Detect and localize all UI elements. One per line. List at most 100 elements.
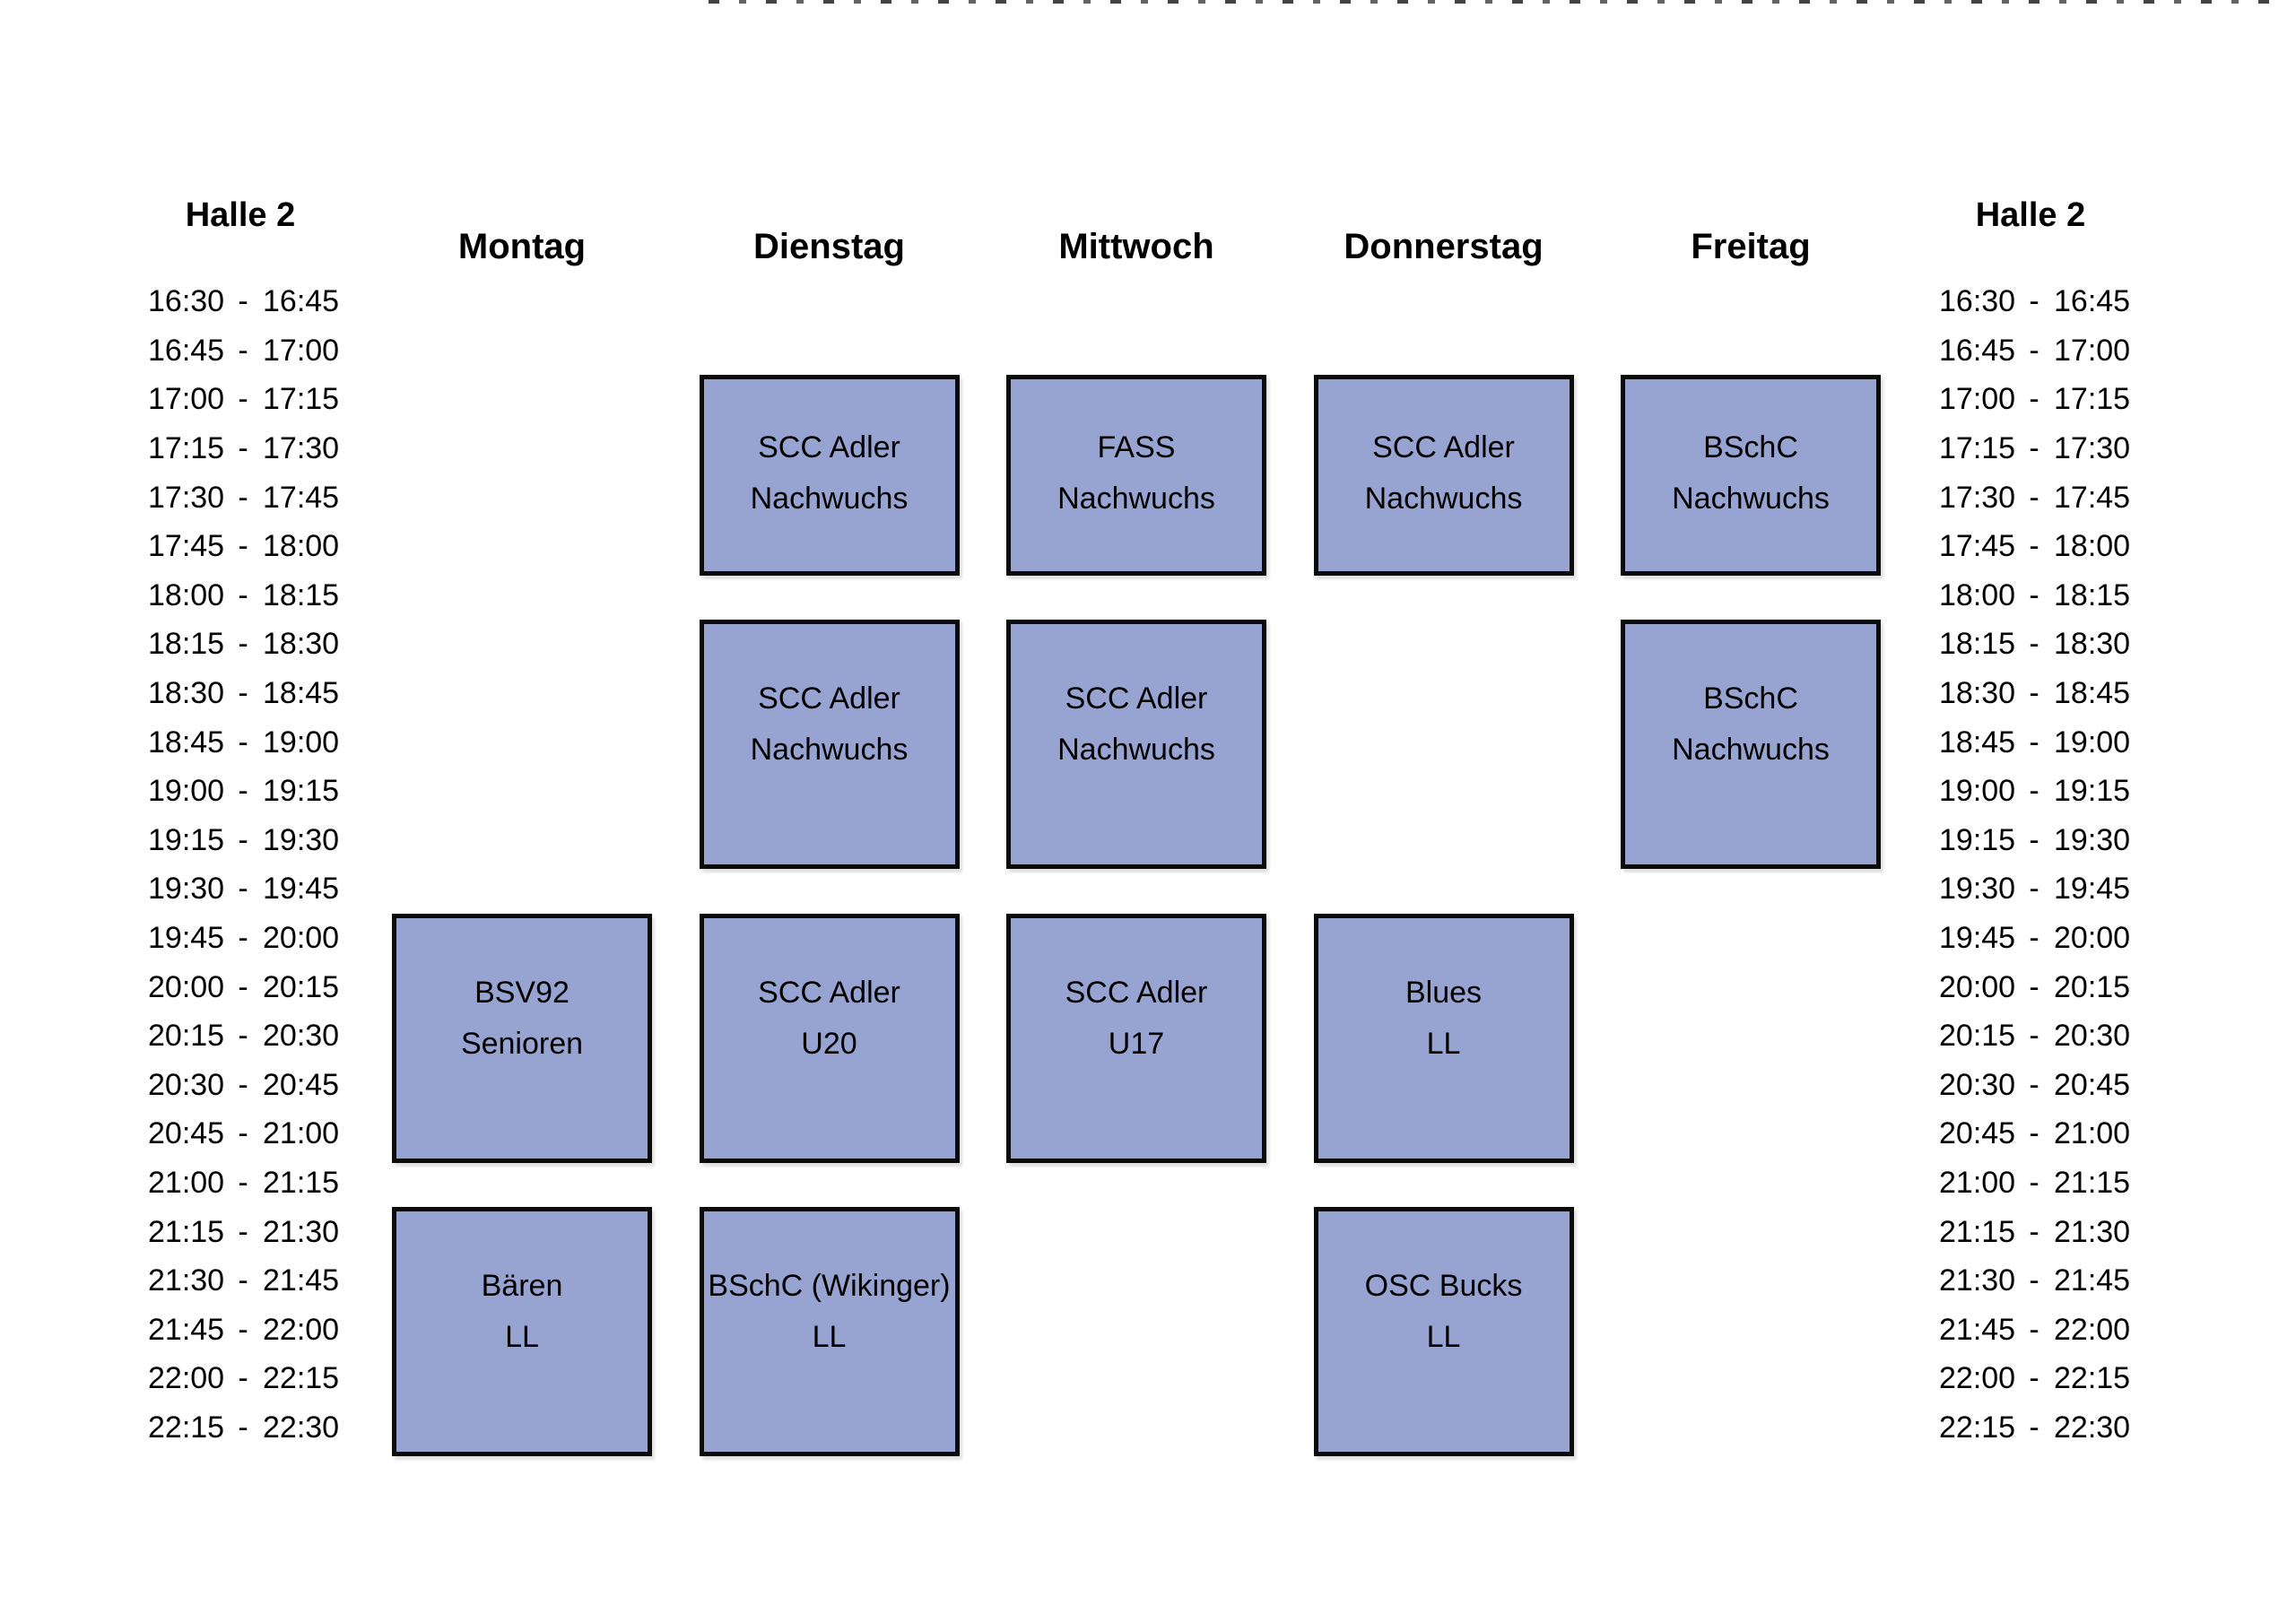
booking-group: Nachwuchs [1057, 481, 1215, 516]
time-slot-separator: - [238, 333, 248, 368]
time-slot-separator: - [2029, 577, 2039, 612]
booking-group: LL [1426, 1026, 1461, 1061]
booking-group: Nachwuchs [1672, 733, 1830, 768]
time-slot-start: 22:00 [1939, 1361, 2016, 1396]
booking-team: Blues [1405, 975, 1483, 1010]
time-slot-separator: - [2029, 822, 2039, 857]
time-slot-separator: - [2029, 333, 2039, 368]
booking-group: Nachwuchs [750, 481, 909, 516]
booking-team: BSchC [1703, 681, 1798, 716]
time-slot-separator: - [2029, 774, 2039, 809]
booking-label: SCC Adler U20 [758, 968, 900, 1070]
time-row: 19:00 - 19:15 [148, 767, 340, 816]
time-slot-separator: - [238, 627, 248, 662]
time-slot-end: 16:45 [2054, 284, 2131, 319]
time-row: 19:45 - 20:00 [148, 914, 339, 963]
time-row: 20:45 - 21:00 [1939, 1109, 2130, 1159]
time-slot-end: 22:00 [2054, 1312, 2131, 1347]
booking-label: SCC Adler Nachwuchs [751, 673, 909, 776]
time-slot-end: 21:30 [2054, 1214, 2131, 1249]
booking-box: BSV92 Senioren [392, 913, 652, 1163]
booking-team: SCC Adler [1065, 975, 1208, 1010]
booking-group: Senioren [460, 1026, 584, 1061]
time-slot-end: 20:15 [263, 969, 340, 1004]
time-row: 20:15 - 20:30 [1939, 1011, 2130, 1061]
time-slot-end: 18:15 [263, 577, 340, 612]
time-slot-separator: - [238, 382, 248, 417]
time-slot-end: 18:00 [263, 529, 340, 564]
booking-team: SCC Adler [1065, 681, 1208, 716]
time-slot-separator: - [2029, 1165, 2039, 1200]
time-slot-separator: - [2029, 1410, 2039, 1445]
time-slot-end: 19:45 [2054, 872, 2131, 907]
booking-group: LL [505, 1320, 539, 1355]
time-slot-start: 18:45 [148, 725, 225, 759]
time-row: 19:30 - 19:45 [1939, 864, 2131, 914]
time-slot-end: 22:15 [2054, 1361, 2131, 1396]
time-row: 18:30 - 18:45 [148, 669, 340, 718]
booking-label: Bären LL [482, 1261, 563, 1363]
booking-box: FASS Nachwuchs [1006, 375, 1266, 576]
time-row: 17:00 - 17:15 [148, 375, 339, 424]
time-row: 18:15 - 18:30 [1939, 620, 2131, 669]
time-slot-separator: - [238, 431, 248, 466]
booking-box: SCC Adler Nachwuchs [1313, 375, 1574, 576]
time-column-right: 16:30 - 16:45 16:45 - 17:00 17:00 - 17:1… [1939, 277, 2131, 1453]
time-slot-end: 22:00 [263, 1312, 340, 1347]
booking-team: SCC Adler [1372, 430, 1515, 464]
time-slot-end: 21:45 [263, 1263, 340, 1298]
time-slot-start: 17:00 [148, 382, 225, 417]
day-header: Montag [457, 227, 587, 266]
time-row: 21:15 - 21:30 [1939, 1207, 2131, 1256]
time-slot-start: 19:00 [148, 774, 225, 809]
time-slot-start: 17:45 [148, 529, 225, 564]
time-row: 17:00 - 17:15 [1939, 375, 2130, 424]
time-slot-start: 18:30 [1939, 676, 2016, 711]
booking-label: SCC Adler U17 [1065, 968, 1208, 1070]
time-row: 18:00 - 18:15 [1939, 571, 2131, 621]
time-slot-start: 17:15 [1939, 431, 2016, 466]
time-slot-end: 21:00 [263, 1116, 340, 1151]
time-slot-end: 20:45 [2054, 1067, 2131, 1102]
time-slot-end: 19:30 [2054, 822, 2131, 857]
time-slot-end: 18:30 [2054, 627, 2131, 662]
time-slot-start: 19:45 [1939, 921, 2016, 956]
time-slot-separator: - [2029, 872, 2039, 907]
time-row: 19:00 - 19:15 [1939, 767, 2130, 816]
time-slot-end: 16:45 [263, 284, 340, 319]
time-row: 20:15 - 20:30 [148, 1011, 339, 1061]
time-row: 22:15 - 22:30 [1939, 1403, 2130, 1453]
booking-group: Nachwuchs [1057, 733, 1215, 768]
booking-team: Bären [481, 1269, 563, 1304]
time-row: 16:45 - 17:00 [148, 326, 339, 376]
time-row: 22:00 - 22:15 [1939, 1354, 2131, 1403]
time-slot-start: 22:00 [148, 1361, 225, 1396]
time-slot-start: 18:00 [1939, 577, 2016, 612]
time-slot-end: 18:45 [263, 676, 340, 711]
clipped-text-artifact [709, 0, 2278, 4]
time-row: 17:30 - 17:45 [1939, 473, 2130, 522]
time-slot-separator: - [238, 676, 248, 711]
time-row: 21:45 - 22:00 [1939, 1305, 2131, 1354]
time-slot-start: 20:30 [148, 1067, 225, 1102]
time-row: 20:30 - 20:45 [148, 1061, 339, 1110]
time-slot-end: 19:15 [263, 774, 340, 809]
booking-label: SCC Adler Nachwuchs [1365, 422, 1523, 525]
booking-label: BSchC Nachwuchs [1672, 422, 1830, 525]
booking-box: SCC Adler Nachwuchs [699, 620, 960, 870]
time-slot-start: 21:45 [1939, 1312, 2016, 1347]
time-slot-separator: - [2029, 480, 2039, 515]
time-slot-separator: - [2029, 969, 2039, 1004]
time-slot-start: 20:15 [1939, 1019, 2016, 1054]
time-row: 16:30 - 16:45 [1939, 277, 2131, 326]
time-row: 18:00 - 18:15 [148, 571, 340, 621]
time-slot-start: 17:30 [1939, 480, 2016, 515]
time-slot-start: 19:45 [148, 921, 225, 956]
time-slot-end: 17:30 [2054, 431, 2131, 466]
time-slot-separator: - [238, 1067, 248, 1102]
time-slot-start: 20:30 [1939, 1067, 2016, 1102]
time-slot-end: 18:30 [263, 627, 340, 662]
time-slot-start: 18:15 [148, 627, 225, 662]
time-slot-separator: - [2029, 676, 2039, 711]
time-slot-end: 18:15 [2054, 577, 2131, 612]
